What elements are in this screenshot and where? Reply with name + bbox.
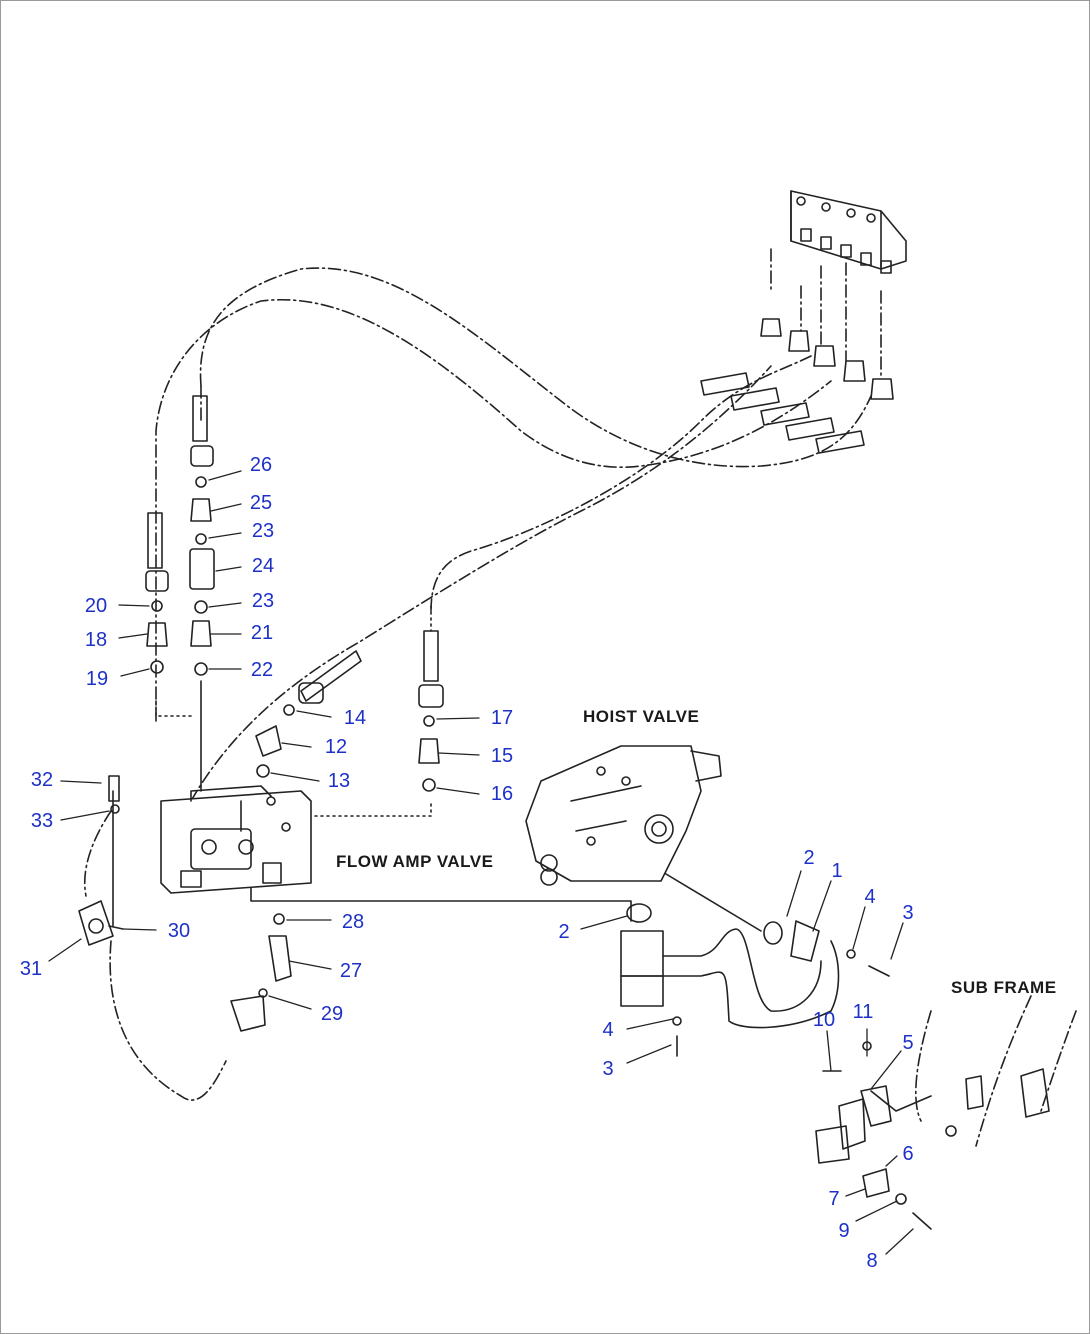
callout-13: 13 [327, 770, 351, 792]
left-fitting-stack [145, 395, 215, 676]
callout-12: 12 [324, 736, 348, 758]
callout-26: 26 [249, 454, 273, 476]
callout-17: 17 [490, 707, 514, 729]
sub-frame-bracket [815, 1041, 1050, 1230]
callout-4-lower: 4 [602, 1019, 614, 1041]
callout-19: 19 [85, 668, 109, 690]
callout-27: 27 [339, 960, 363, 982]
callout-29: 29 [320, 1003, 344, 1025]
callout-32: 32 [30, 769, 54, 791]
callout-10: 10 [812, 1009, 836, 1031]
callout-20: 20 [84, 595, 108, 617]
callout-4-upper: 4 [864, 886, 876, 908]
caption-sub-frame: SUB FRAME [951, 978, 1057, 997]
callout-5: 5 [902, 1032, 914, 1054]
callout-23-upper: 23 [251, 520, 275, 542]
callout-6: 6 [902, 1143, 914, 1165]
flow-amp-valve [160, 785, 312, 894]
callout-15: 15 [490, 745, 514, 767]
lower-left-fittings [78, 775, 292, 1032]
callout-7: 7 [828, 1188, 840, 1210]
callout-8: 8 [866, 1250, 878, 1272]
manifold-block [790, 190, 907, 274]
callout-2-lower: 2 [558, 921, 570, 943]
manifold-fittings [700, 318, 894, 454]
hose-routes [83, 248, 1077, 1147]
callout-23-lower: 23 [251, 590, 275, 612]
callout-11: 11 [852, 1001, 874, 1023]
center-fitting-stack [255, 630, 444, 792]
callout-22: 22 [250, 659, 274, 681]
callout-18: 18 [84, 629, 108, 651]
callout-3-lower: 3 [602, 1058, 614, 1080]
caption-hoist-valve: HOIST VALVE [583, 707, 700, 726]
callout-2-upper: 2 [803, 847, 815, 869]
callout-28: 28 [341, 911, 365, 933]
callout-14: 14 [343, 707, 367, 729]
callout-9: 9 [838, 1220, 850, 1242]
hoist-tube [620, 903, 890, 1057]
callout-3-upper: 3 [902, 902, 914, 924]
callout-30: 30 [167, 920, 191, 942]
callout-25: 25 [249, 492, 273, 514]
callout-1: 1 [831, 860, 843, 882]
callout-33: 33 [30, 810, 54, 832]
callout-24: 24 [251, 555, 275, 577]
hoist-valve [525, 745, 722, 886]
callout-31: 31 [19, 958, 43, 980]
callout-21: 21 [250, 622, 274, 644]
caption-flow-amp-valve: FLOW AMP VALVE [336, 852, 494, 871]
callout-16: 16 [490, 783, 514, 805]
leader-lines [48, 470, 914, 1255]
